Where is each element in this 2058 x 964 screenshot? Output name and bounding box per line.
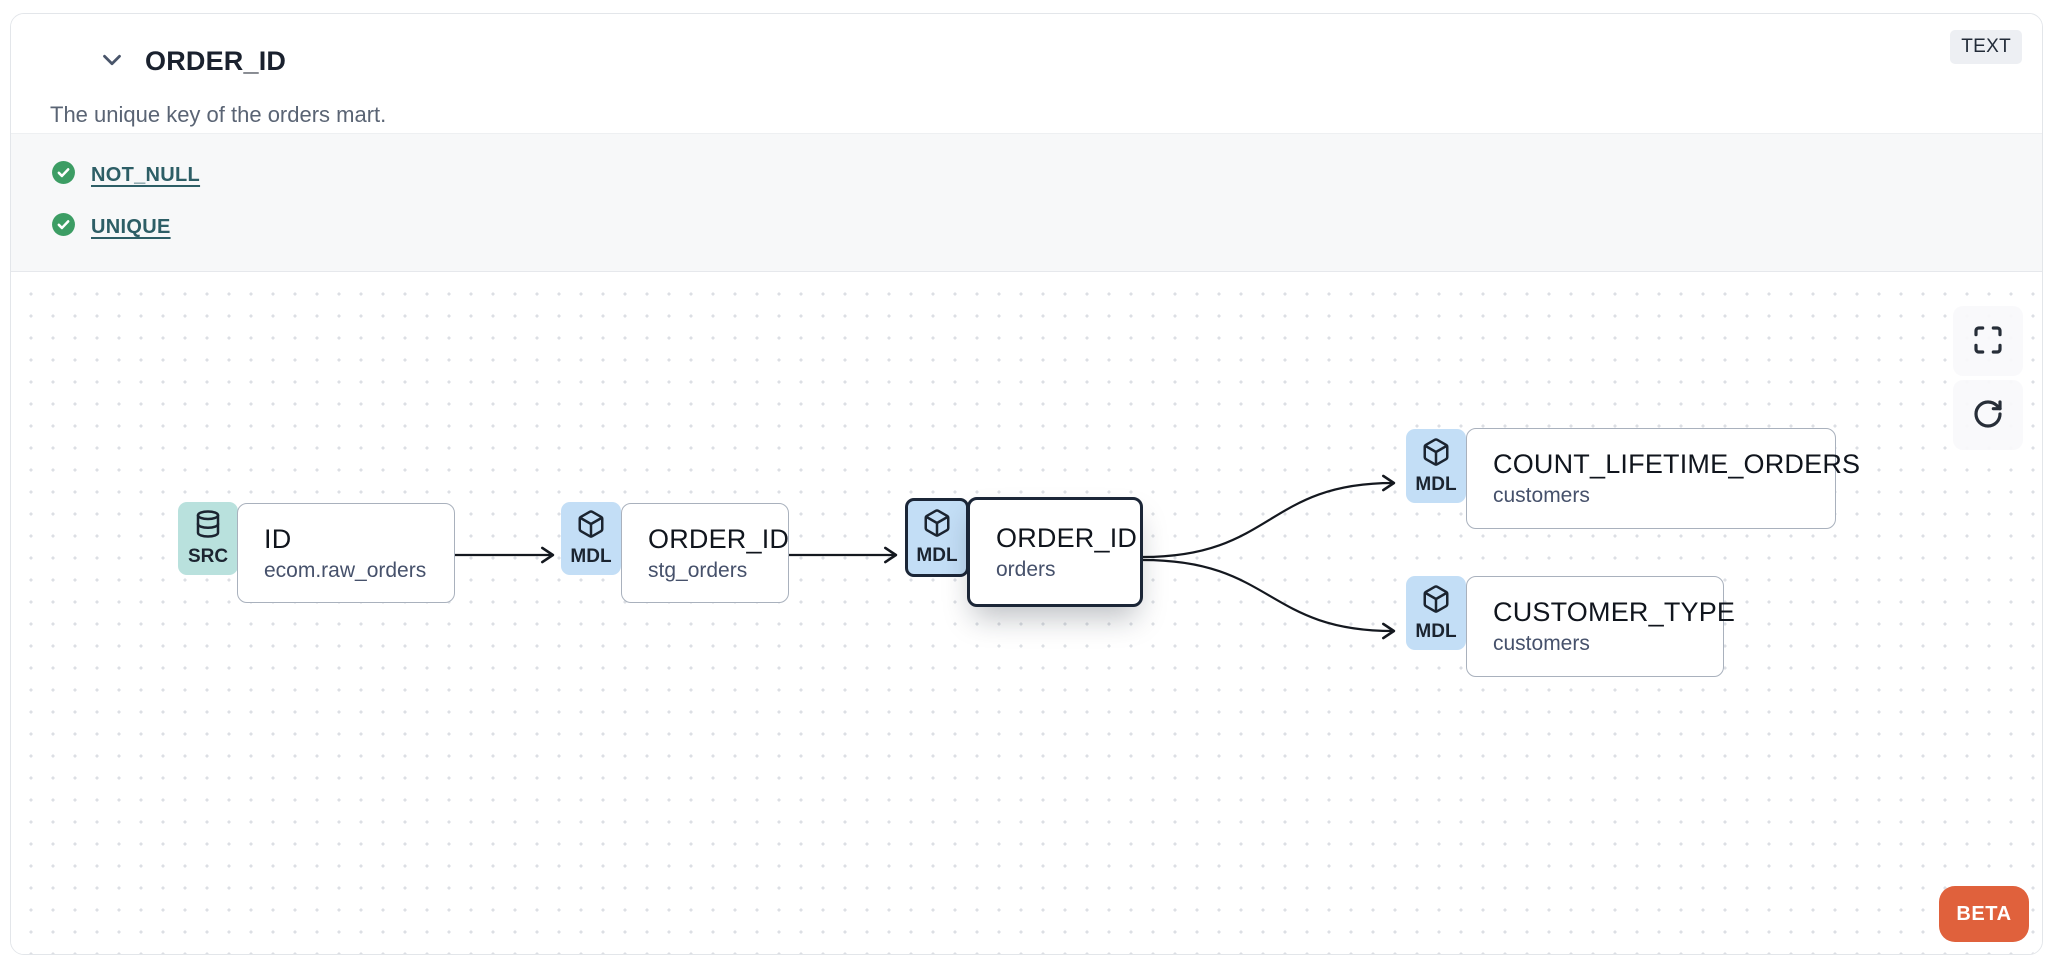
lineage-edge	[1142, 558, 1396, 640]
page-title: ORDER_ID	[145, 46, 287, 76]
test-row-not-null[interactable]: NOT_NULL	[51, 160, 2042, 190]
node-title: ORDER_ID	[648, 523, 790, 554]
node-badge-mdl: MDL	[1406, 429, 1466, 503]
chevron-down-icon	[97, 45, 127, 78]
node-badge-src: SRC	[178, 502, 238, 575]
lineage-node-count-lifetime-orders[interactable]: COUNT_LIFETIME_ORDERS customers	[1466, 428, 1861, 529]
node-title: ORDER_ID	[996, 522, 1138, 553]
header: ORDER_ID TEXT The unique key of the orde…	[11, 14, 2042, 133]
test-row-unique[interactable]: UNIQUE	[51, 212, 2042, 242]
cube-icon	[1421, 584, 1451, 620]
node-subtitle: ecom.raw_orders	[264, 558, 427, 582]
node-kind-label: SRC	[187, 546, 229, 567]
lineage-edges	[454, 474, 1396, 640]
database-icon	[193, 509, 223, 545]
node-title: COUNT_LIFETIME_ORDERS	[1493, 449, 1861, 479]
column-details-card: ORDER_ID TEXT The unique key of the orde…	[10, 13, 2043, 955]
collapse-button[interactable]	[95, 46, 129, 76]
node-subtitle: customers	[1493, 484, 1590, 507]
node-subtitle: orders	[996, 557, 1056, 581]
beta-badge: BETA	[1939, 886, 2029, 942]
node-badge-mdl: MDL	[905, 498, 969, 577]
node-subtitle: customers	[1493, 632, 1590, 655]
node-kind-label: MDL	[916, 545, 958, 566]
lineage-node-id-raw-orders[interactable]: ID ecom.raw_orders	[237, 503, 455, 603]
refresh-icon	[1972, 398, 2004, 433]
tests-section: NOT_NULL UNIQUE	[11, 133, 2042, 272]
lineage-node-orderid-orders-selected[interactable]: ORDER_ID orders	[967, 497, 1143, 607]
refresh-button[interactable]	[1953, 380, 2023, 450]
lineage-node-customer-type[interactable]: CUSTOMER_TYPE customers	[1466, 576, 1736, 677]
cube-icon	[576, 509, 606, 545]
node-badge-mdl: MDL	[561, 502, 621, 575]
check-circle-icon	[51, 160, 76, 190]
cube-icon	[922, 508, 952, 544]
column-description: The unique key of the orders mart.	[50, 102, 387, 127]
type-badge: TEXT	[1950, 30, 2022, 64]
fullscreen-button[interactable]	[1953, 306, 2023, 376]
node-title: ID	[264, 523, 292, 554]
node-kind-label: MDL	[1415, 620, 1457, 642]
node-kind-label: MDL	[570, 546, 612, 567]
node-title: CUSTOMER_TYPE	[1493, 597, 1736, 627]
node-subtitle: stg_orders	[648, 558, 748, 582]
test-link[interactable]: UNIQUE	[91, 215, 171, 238]
test-link[interactable]: NOT_NULL	[91, 163, 201, 186]
lineage-edge	[1142, 474, 1396, 559]
check-circle-icon	[51, 212, 76, 242]
lineage-node-orderid-stg-orders[interactable]: ORDER_ID stg_orders	[621, 503, 789, 603]
fullscreen-icon	[1972, 324, 2004, 359]
lineage-canvas[interactable]: SRC ID ecom.raw_orders MDL ORDER_ID stg_…	[11, 274, 2042, 954]
cube-icon	[1421, 437, 1451, 473]
node-kind-label: MDL	[1415, 473, 1457, 495]
node-badge-mdl: MDL	[1406, 576, 1466, 650]
